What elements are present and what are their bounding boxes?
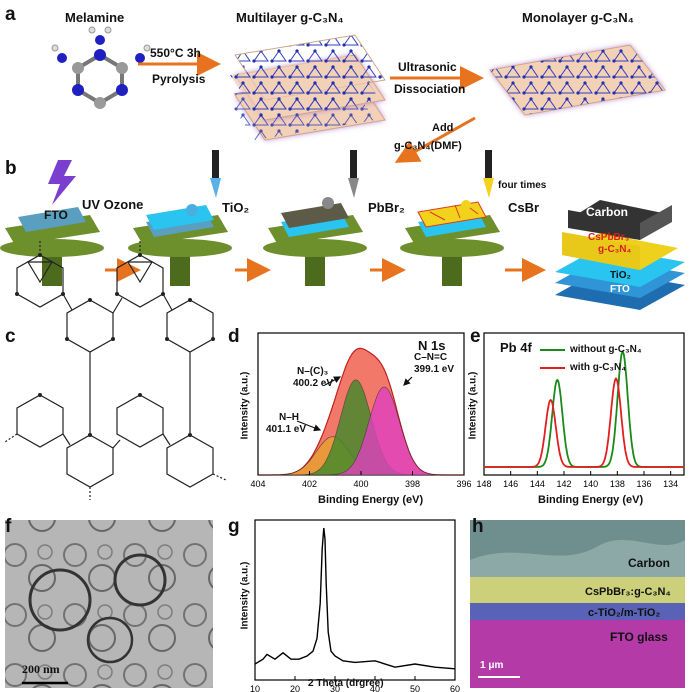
chart-d-annotation-arrows (296, 376, 413, 432)
xrd-pattern-line (254, 527, 456, 670)
pbbr2-label: PbBr₂ (368, 200, 405, 215)
fto-label: FTO (44, 208, 68, 222)
sem-image (470, 520, 685, 688)
peak-nc3-name: N–(C)₃ (297, 366, 329, 377)
chart-d-plot (258, 347, 464, 476)
chart-g-tick-label: 20 (290, 684, 300, 692)
add-gc3n4-label: g-C₃N₄(DMF) (394, 140, 462, 152)
multilayer-sheets (225, 34, 386, 141)
panel-label-b: b (5, 158, 17, 179)
chart-e-tick-label: 142 (556, 479, 571, 489)
device-stack (555, 200, 685, 310)
peak-cnc-energy: 399.1 eV (414, 364, 455, 375)
tem-image (5, 520, 213, 688)
melamine-label: Melamine (65, 10, 125, 25)
chart-e-xlabel: Binding Energy (eV) (538, 494, 644, 506)
sem-fto-label: FTO glass (610, 630, 668, 644)
chart-d-ylabel: Intensity (a.u.) (239, 371, 251, 440)
csbr-label: CsBr (508, 200, 540, 215)
chart-e-plot (484, 350, 684, 468)
chart-e-ylabel: Intensity (a.u.) (467, 371, 479, 440)
chart-g-axes (254, 519, 456, 681)
tem-scale-label: 200 nm (22, 662, 60, 676)
sem-tio2-label: c-TiO₂/m-TiO₂ (588, 607, 661, 619)
chart-e-tick-label: 136 (636, 479, 651, 489)
chart-e-tick-label: 148 (476, 479, 491, 489)
stack-fto-label: FTO (610, 284, 630, 295)
chart-e-tick-label: 140 (583, 479, 598, 489)
peak-cnc-name: C–N=C (414, 352, 448, 363)
pyrolysis-label: Pyrolysis (152, 72, 206, 86)
panel-label-a: a (5, 4, 16, 25)
chart-g-tick-label: 40 (370, 684, 380, 692)
stage-3 (263, 150, 367, 286)
multilayer-label: Multilayer g-C₃N₄ (236, 10, 344, 25)
chart-e-tick-label: 138 (610, 479, 625, 489)
chart-d-tick-label: 400 (353, 479, 368, 489)
chart-e-tick-label: 144 (530, 479, 545, 489)
chart-d-tick-label: 402 (302, 479, 317, 489)
dissociation-label: Dissociation (394, 82, 466, 96)
sem-perovskite-label: CsPbBr₃:g-C₃N₄ (585, 586, 671, 598)
peak-nc3-energy: 400.2 eV (293, 378, 334, 389)
ultrasonic-label: Ultrasonic (398, 60, 457, 74)
panel-label-g: g (228, 516, 240, 537)
chart-e-legend-lines (540, 349, 565, 369)
chart-d-xlabel: Binding Energy (eV) (318, 494, 424, 506)
monolayer-label: Monolayer g-C₃N₄ (522, 10, 634, 25)
add-arrow (394, 116, 476, 163)
peak-nh-energy: 401.1 eV (266, 424, 307, 435)
chart-d-tick-label: 404 (250, 479, 265, 489)
chart-g-tick-label: 30 (330, 684, 340, 692)
pyrolysis-condition: 550°C 3h (150, 46, 201, 60)
chart-g-tick-label: 10 (250, 684, 260, 692)
chart-g-tick-label: 50 (410, 684, 420, 692)
chart-d-tick-label: 398 (405, 479, 420, 489)
gc3n4-structure (4, 240, 227, 500)
uv-bolt (48, 160, 76, 205)
chart-e-tick-label: 146 (503, 479, 518, 489)
stack-perovskite-label: CsPbBr₃ (588, 232, 630, 243)
chart-e-title: Pb 4f (500, 340, 532, 355)
panel-label-h: h (472, 516, 484, 537)
melamine-molecule (51, 26, 151, 109)
chart-e-tick-label: 134 (663, 479, 678, 489)
chart-g-ylabel: Intensity (a.u.) (239, 561, 251, 630)
stage-4 (400, 150, 504, 286)
chart-g-tick-label: 60 (450, 684, 460, 692)
stage-2 (128, 150, 232, 286)
series-line-1 (484, 377, 684, 468)
chart-d-title: N 1s (418, 338, 446, 353)
chart-e-xticks: 148 146 144 142 140 138 136 134 (476, 471, 678, 489)
chart-e-axes (483, 332, 685, 476)
monolayer-sheet (489, 44, 666, 116)
uv-ozone-label: UV Ozone (82, 197, 144, 212)
chart-d-tick-label: 396 (456, 479, 471, 489)
chart-g-plot (254, 527, 456, 670)
panel-label-d: d (228, 326, 240, 347)
chart-g-xlabel: 2 Theta (drgree) (308, 678, 384, 689)
stack-gc3n4-label: g-C₃N₄ (598, 244, 632, 255)
panel-label-e: e (470, 326, 481, 347)
add-label: Add (432, 122, 454, 134)
tio2-label: TiO₂ (222, 200, 250, 215)
peak-component-2 (258, 386, 464, 476)
panel-label-c: c (5, 326, 16, 347)
sem-carbon-label: Carbon (628, 556, 670, 570)
chart-g-xticks: 10 20 30 40 50 60 (250, 676, 460, 692)
stack-carbon-label: Carbon (586, 205, 628, 219)
peak-nh-name: N–H (279, 412, 300, 423)
four-times-label: four times (498, 180, 547, 191)
stage-1 (0, 207, 104, 286)
panel-label-f: f (5, 516, 12, 537)
sem-scale-label: 1 μm (480, 660, 504, 671)
gc3n4-atoms (15, 253, 215, 437)
stack-tio2-label: TiO₂ (610, 270, 631, 281)
legend-without: without g-C₃N₄ (570, 344, 642, 355)
chart-d-xticks: 404 402 400 398 396 (250, 471, 472, 489)
legend-with: with g-C₃N₄ (570, 362, 627, 373)
